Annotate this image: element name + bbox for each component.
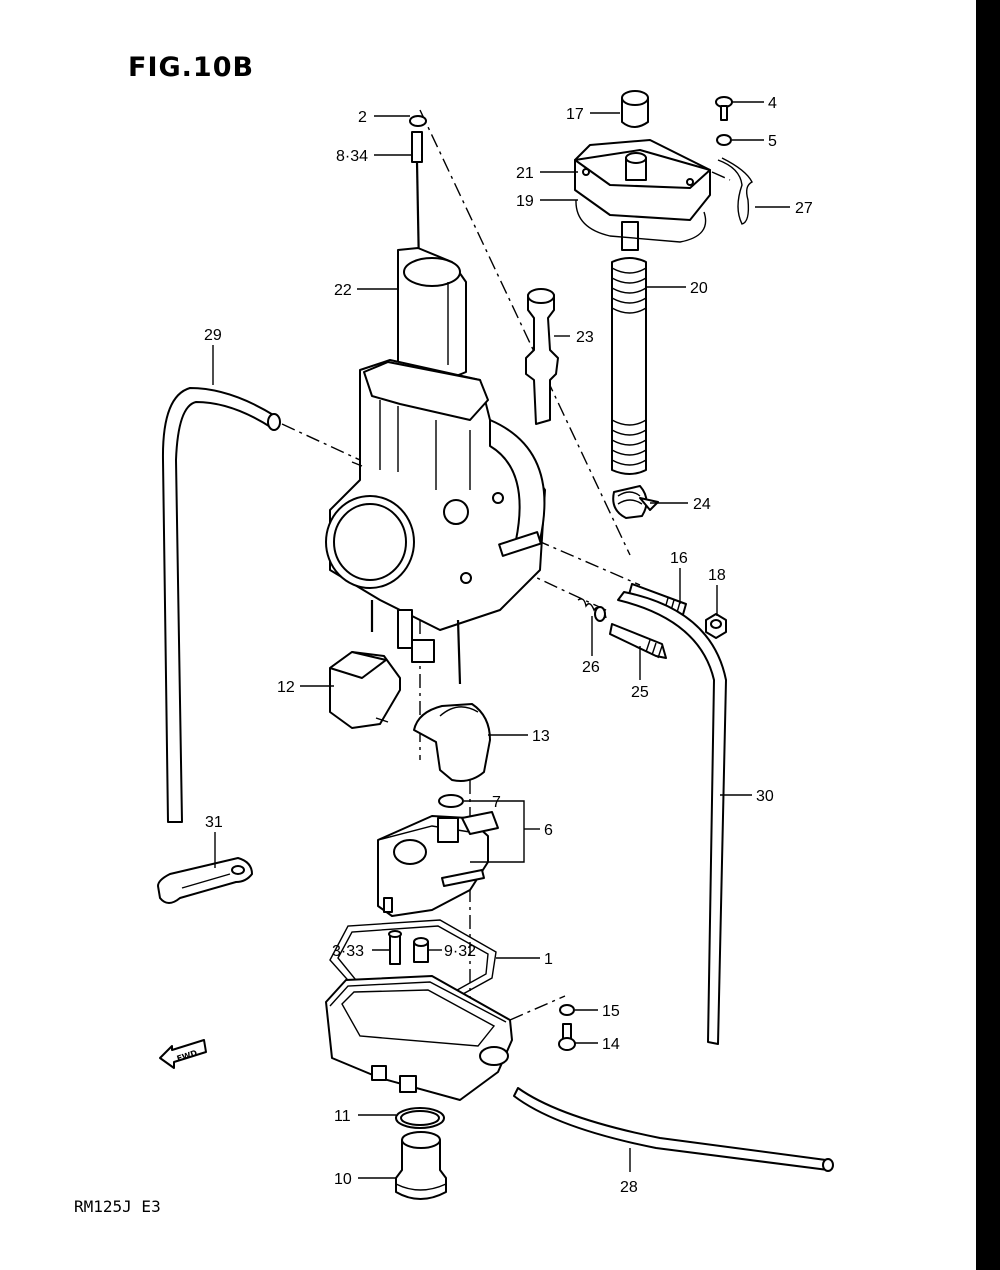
- figure-title: FIG.10B: [128, 52, 255, 83]
- part-24-lever: [612, 485, 659, 519]
- callout-9-32: 9·32: [444, 943, 476, 960]
- callout-29: 29: [204, 327, 222, 344]
- carburetor-body: [325, 359, 546, 685]
- part-13-float: [413, 703, 491, 782]
- part-14-screw: [558, 1023, 576, 1051]
- assembly-lines: [281, 109, 731, 1030]
- callout-11: 11: [334, 1108, 351, 1125]
- part-28-drain-hose: [513, 1087, 834, 1172]
- callout-26: 26: [582, 659, 600, 676]
- callout-16: 16: [670, 550, 688, 567]
- callout-1: 1: [544, 951, 553, 968]
- scan-edge-bar: [976, 0, 1000, 1270]
- part-17-cap: [621, 90, 649, 128]
- callout-8-34: 8·34: [336, 148, 368, 165]
- callout-12: 12: [277, 679, 295, 696]
- part-9-pilot-jet: [413, 937, 429, 963]
- callout-30: 30: [756, 788, 774, 805]
- callout-10: 10: [334, 1171, 352, 1188]
- part-26-spring: [577, 598, 607, 622]
- callout-15: 15: [602, 1003, 620, 1020]
- part-21-top-cover: [574, 139, 711, 251]
- callout-21: 21: [516, 165, 534, 182]
- part-27-clip-wire: [717, 157, 753, 225]
- callout-labels: 2 8·34 17 4 5 21 19 27 20 22 23 29 24 16…: [204, 95, 813, 1196]
- float-bowl: [325, 975, 513, 1101]
- fwd-arrow-icon: FWD: [159, 1039, 207, 1069]
- callout-4: 4: [768, 95, 777, 112]
- callout-17: 17: [566, 106, 584, 123]
- part-11-o-ring: [395, 1107, 445, 1129]
- callout-31: 31: [205, 814, 223, 831]
- callout-6: 6: [544, 822, 553, 839]
- part-20-spring: [611, 257, 647, 475]
- callout-25: 25: [631, 684, 649, 701]
- part-4-screw: [715, 96, 733, 121]
- part-25-pilot-screw: [609, 623, 667, 659]
- part-30-overflow-hose: [617, 591, 727, 1045]
- part-6-float-bracket: [377, 811, 499, 917]
- part-18-nut: [705, 613, 727, 639]
- callout-20: 20: [690, 280, 708, 297]
- part-10-drain-plug: [395, 1131, 447, 1200]
- part-2-clip: [409, 115, 427, 127]
- part-23-plunger: [525, 288, 559, 425]
- leader-lines: [212, 101, 790, 1179]
- callout-13: 13: [532, 728, 550, 745]
- callout-19: 19: [516, 193, 534, 210]
- model-code: RM125J E3: [74, 1197, 161, 1216]
- callout-3-33: 3·33: [332, 943, 364, 960]
- part-3-main-jet: [388, 930, 402, 965]
- callout-28: 28: [620, 1179, 638, 1196]
- part-22-throttle-valve: [397, 247, 467, 381]
- part-15-washer: [559, 1004, 575, 1016]
- part-12-float: [329, 651, 401, 729]
- callout-24: 24: [693, 496, 711, 513]
- callout-22: 22: [334, 282, 352, 299]
- callout-5: 5: [768, 133, 777, 150]
- callout-14: 14: [602, 1036, 620, 1053]
- part-29-vent-hose: [161, 387, 281, 823]
- callout-2: 2: [358, 109, 367, 126]
- callout-27: 27: [795, 200, 813, 217]
- callout-23: 23: [576, 329, 594, 346]
- part-19-gasket: [575, 199, 707, 243]
- part-31-bracket: [157, 857, 253, 904]
- callout-7: 7: [492, 794, 501, 811]
- callout-18: 18: [708, 567, 726, 584]
- part-7-o-ring: [438, 794, 464, 808]
- part-5-washer: [716, 134, 732, 146]
